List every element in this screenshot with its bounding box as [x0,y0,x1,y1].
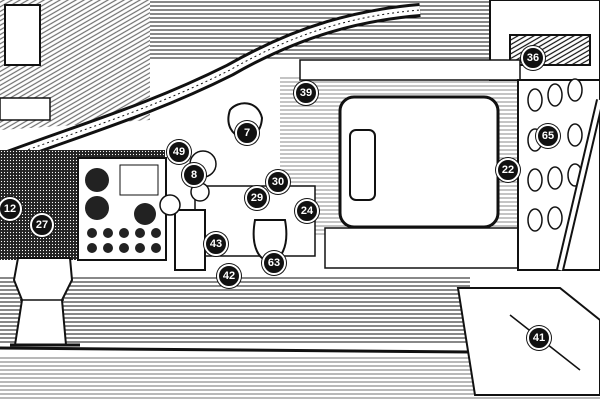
callout-7: 7 [235,121,259,145]
callout-43: 43 [204,232,228,256]
callout-30: 30 [266,170,290,194]
callout-29: 29 [245,186,269,210]
callout-12: 12 [0,197,22,221]
instrument-panel [0,150,167,261]
callout-24: 24 [295,199,319,223]
ammunition-rack [517,78,600,271]
callout-63: 63 [262,251,286,275]
callout-65: 65 [536,124,560,148]
instruction-plate [0,97,51,121]
callout-39: 39 [294,81,318,105]
callout-42: 42 [217,264,241,288]
callout-27: 27 [30,213,54,237]
callout-41: 41 [527,326,551,350]
hatch-door [338,95,500,229]
callout-36: 36 [521,46,545,70]
callout-22: 22 [496,158,520,182]
callout-8: 8 [182,163,206,187]
conduit-pipe [0,3,421,167]
seat-pedestal [10,257,80,347]
callout-49: 49 [167,140,191,164]
floor [0,275,600,400]
